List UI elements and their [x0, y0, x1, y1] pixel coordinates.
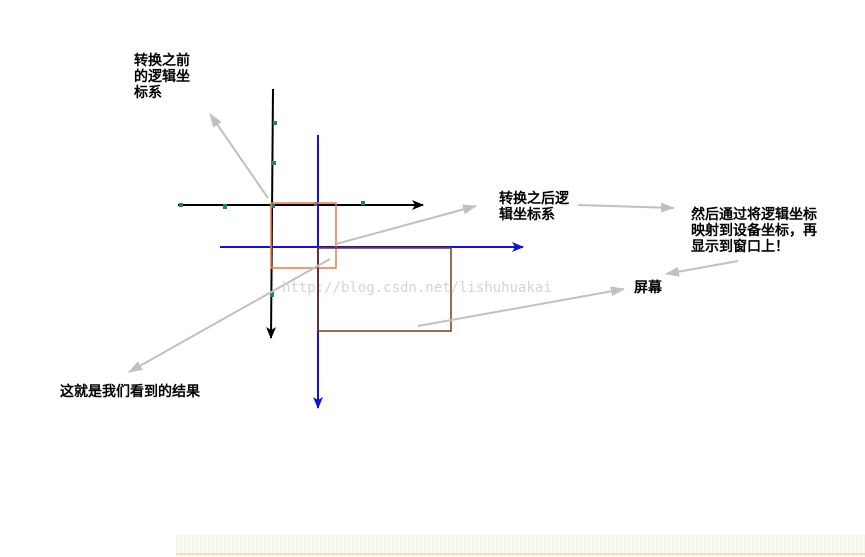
- label-after-line1: 转换之后逻: [499, 191, 569, 207]
- watermark-text: http://blog.csdn.net/lishuhuakai: [282, 280, 552, 296]
- label-before-line1: 转换之前: [134, 53, 190, 69]
- label-after-line2: 辑坐标系: [499, 207, 555, 223]
- pointer-arrow-screen-from-rect: [417, 286, 625, 327]
- clip-rectangle: [270, 202, 337, 269]
- label-mapping-line1: 然后通过将逻辑坐标: [691, 207, 817, 223]
- label-before-transform: 转换之前 的逻辑坐 标系: [134, 53, 190, 101]
- pointer-arrow-mapping: [577, 202, 675, 213]
- label-after-transform: 转换之后逻 辑坐标系: [499, 191, 569, 223]
- label-before-line2: 的逻辑坐: [134, 69, 190, 85]
- label-mapping-note: 然后通过将逻辑坐标 映射到设备坐标，再 显示到窗口上！: [691, 207, 817, 255]
- original-axis-ticks: [179, 121, 365, 297]
- pointer-arrow-result: [128, 258, 331, 373]
- screen-rectangle: [317, 247, 452, 332]
- label-mapping-line3: 显示到窗口上！: [691, 239, 789, 255]
- label-screen: 屏幕: [634, 280, 662, 296]
- label-before-line3: 标系: [134, 85, 162, 101]
- bottom-strip: [176, 535, 865, 557]
- bottom-strip-border: [176, 553, 865, 555]
- label-mapping-line2: 映射到设备坐标，再: [691, 223, 817, 239]
- label-result: 这就是我们看到的结果: [60, 384, 200, 400]
- pointer-arrow-screen-from-note: [665, 260, 739, 277]
- pointer-arrow-after: [335, 204, 477, 245]
- pointer-arrow-before: [209, 113, 269, 199]
